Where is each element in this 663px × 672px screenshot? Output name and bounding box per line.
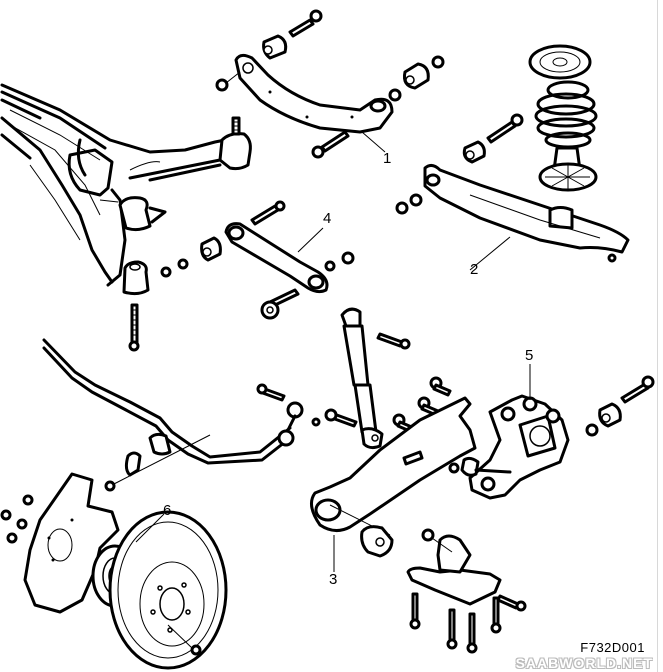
stabilizer-bar [42, 338, 292, 492]
callout-leader-4 [297, 227, 324, 253]
trailing-arm [309, 396, 477, 558]
stabilizer-link [256, 383, 321, 447]
callout-5: 5 [525, 347, 534, 364]
frame-edge [657, 0, 658, 672]
trailing-arm-bracket [406, 528, 527, 654]
lower-link-arm [395, 163, 630, 263]
wheel-carrier [448, 375, 655, 500]
drawing-code: F732D001 [580, 640, 645, 655]
coil-spring-assembly [528, 44, 598, 192]
shock-absorber [324, 307, 452, 450]
bracket-bolts [409, 592, 527, 654]
subframe [0, 83, 252, 352]
brake-disc [108, 510, 228, 670]
toe-link [160, 200, 355, 320]
callout-1: 1 [383, 150, 392, 167]
callout-3: 3 [329, 571, 338, 588]
callout-leader-2 [469, 236, 511, 271]
callout-6: 6 [163, 502, 172, 519]
spring-bolt [462, 113, 524, 164]
callout-leader-6 [135, 513, 165, 543]
callout-4: 4 [323, 210, 332, 227]
upper-control-arm [215, 9, 445, 159]
callout-2: 2 [470, 261, 479, 278]
callout-leader-1 [361, 131, 386, 153]
watermark: SAABWORLD.NET [515, 655, 653, 671]
